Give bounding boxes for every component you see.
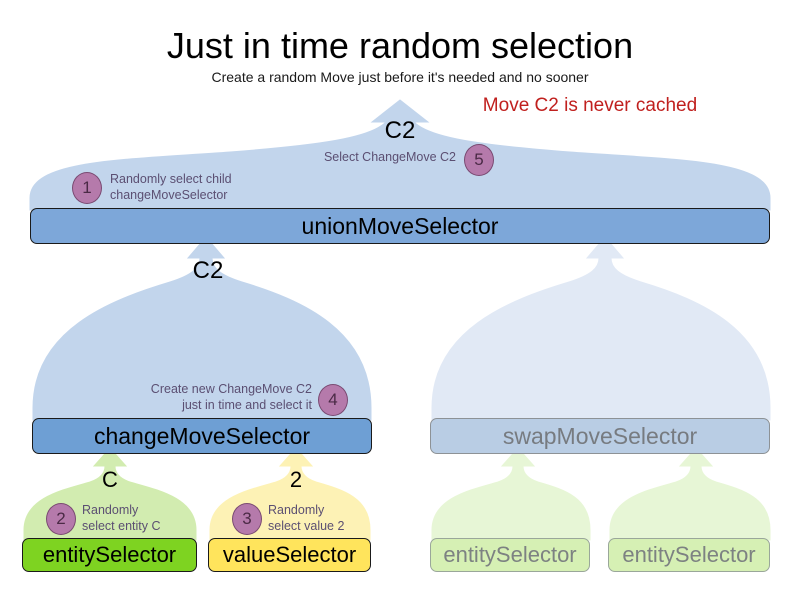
step-text-1-line2: changeMoveSelector bbox=[110, 188, 228, 202]
node-swap-move-selector[interactable]: swapMoveSelector bbox=[430, 418, 770, 454]
fan-swap-up bbox=[431, 236, 771, 421]
step-text-4-line1: Create new ChangeMove C2 bbox=[150, 382, 312, 396]
step-text-3-line2: select value 2 bbox=[268, 519, 345, 533]
fan-label-entity-c: C bbox=[102, 467, 118, 492]
node-change-move-selector[interactable]: changeMoveSelector bbox=[32, 418, 372, 454]
node-entity-selector[interactable]: entitySelector bbox=[22, 538, 197, 572]
step-text-5-line1: Select ChangeMove C2 bbox=[323, 150, 456, 164]
step-badge-2: 2 bbox=[46, 503, 76, 535]
fan-entity-faded-b-up bbox=[609, 447, 771, 541]
fan-label-union-c2: C2 bbox=[384, 117, 416, 144]
step-text-4-line2: just in time and select it bbox=[182, 398, 312, 412]
step-text-2-line1: Randomly bbox=[82, 503, 139, 517]
node-entity-selector-faded-b[interactable]: entitySelector bbox=[608, 538, 770, 572]
step-badge-5: 5 bbox=[464, 144, 494, 176]
never-cached-note: Move C2 is never cached bbox=[482, 95, 698, 116]
step-text-1-line1: Randomly select child bbox=[110, 172, 232, 186]
fan-change-up bbox=[32, 236, 372, 421]
step-badge-3: 3 bbox=[232, 503, 262, 535]
step-text-3-line1: Randomly bbox=[268, 503, 325, 517]
fan-label-value-2: 2 bbox=[289, 467, 303, 492]
step-badge-4: 4 bbox=[318, 384, 348, 416]
fan-entity-faded-a-up bbox=[431, 447, 591, 541]
fan-union-up bbox=[29, 99, 771, 211]
node-union-move-selector[interactable]: unionMoveSelector bbox=[30, 208, 770, 244]
page-title: Just in time random selection bbox=[166, 25, 634, 66]
fan-label-change-c2: C2 bbox=[192, 257, 224, 284]
node-entity-selector-faded-a[interactable]: entitySelector bbox=[430, 538, 590, 572]
node-value-selector[interactable]: valueSelector bbox=[208, 538, 371, 572]
step-badge-1: 1 bbox=[72, 172, 102, 204]
page-subtitle: Create a random Move just before it's ne… bbox=[211, 69, 589, 85]
step-text-2-line2: select entity C bbox=[82, 519, 161, 533]
